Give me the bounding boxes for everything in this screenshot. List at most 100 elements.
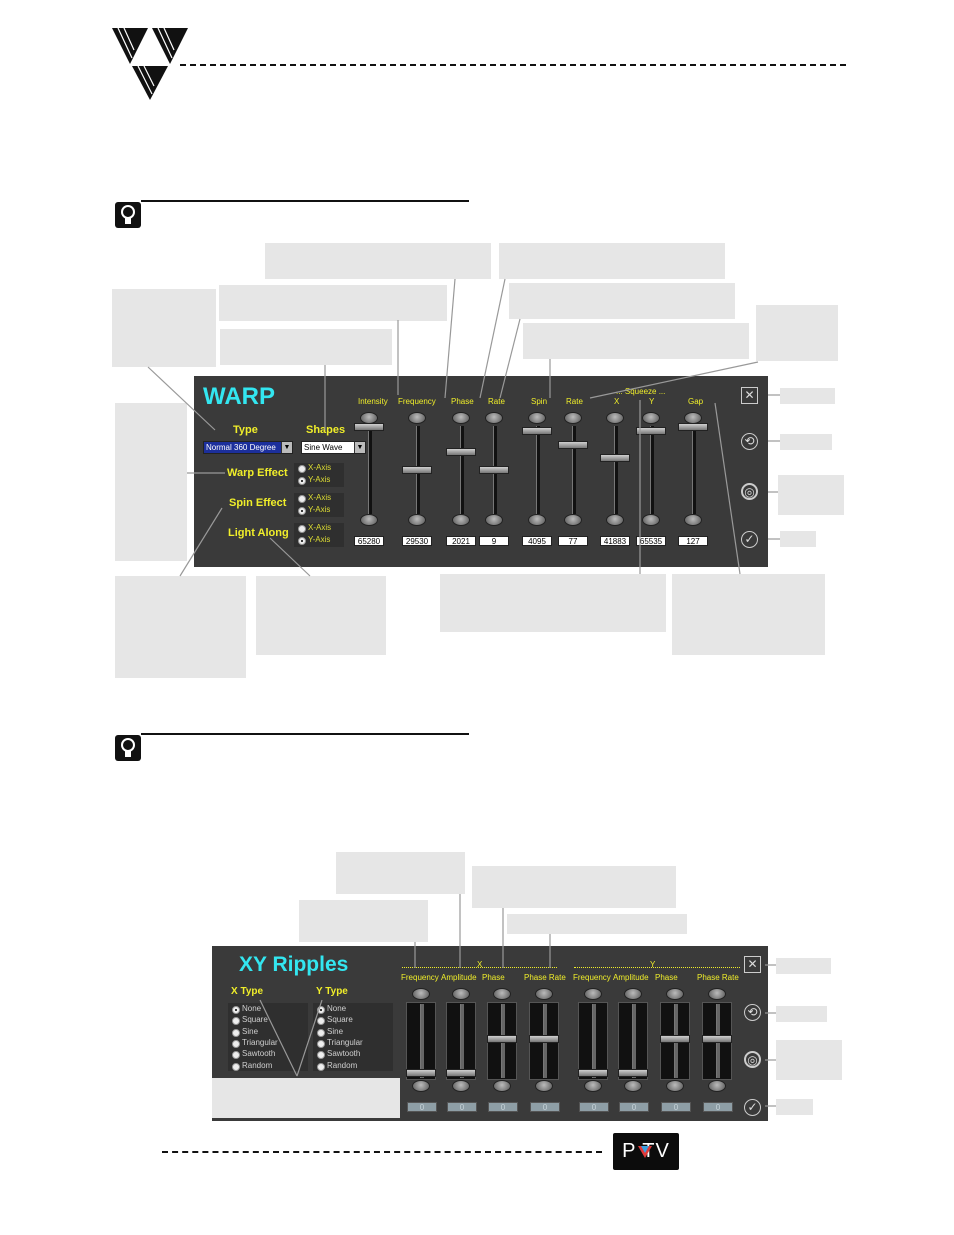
slider-down-knob[interactable] — [642, 514, 660, 526]
slider-value[interactable]: 127 — [678, 536, 708, 546]
slider-down-knob[interactable] — [684, 514, 702, 526]
chevron-down-icon[interactable]: ▼ — [281, 442, 292, 453]
slider-value[interactable]: 9 — [479, 536, 509, 546]
slider-thumb[interactable] — [354, 423, 384, 431]
slider-thumb[interactable] — [529, 1035, 559, 1043]
slider-thumb[interactable] — [406, 1069, 436, 1077]
slider-thumb[interactable] — [522, 427, 552, 435]
slider-down-knob[interactable] — [408, 514, 426, 526]
slider-value[interactable]: 0 — [530, 1102, 560, 1112]
slider-down-knob[interactable] — [708, 1080, 726, 1092]
slider-track[interactable] — [572, 426, 576, 514]
slider-thumb[interactable] — [578, 1069, 608, 1077]
slider-value[interactable]: 0 — [488, 1102, 518, 1112]
chevron-down-icon[interactable]: ▼ — [354, 442, 365, 453]
slider-value[interactable]: 0 — [703, 1102, 733, 1112]
slider-track[interactable] — [460, 426, 464, 514]
x-type-radio[interactable] — [232, 1062, 240, 1071]
target-icon[interactable]: ◎ — [744, 1051, 761, 1068]
x-type-radio[interactable] — [232, 1039, 240, 1048]
slider-value[interactable]: 2021 — [446, 536, 476, 546]
x-type-radio[interactable] — [232, 1028, 240, 1037]
slider-thumb[interactable] — [702, 1035, 732, 1043]
slider-track[interactable] — [632, 1004, 636, 1078]
y-type-radio[interactable] — [317, 1017, 325, 1026]
slider-value[interactable]: 0 — [407, 1102, 437, 1112]
slider-value[interactable]: 0 — [579, 1102, 609, 1112]
slider-thumb[interactable] — [402, 466, 432, 474]
x-type-radio[interactable] — [232, 1051, 240, 1060]
slider-value[interactable]: 65535 — [636, 536, 666, 546]
slider-up-knob[interactable] — [485, 412, 503, 424]
slider-thumb[interactable] — [678, 423, 708, 431]
target-icon[interactable]: ◎ — [741, 483, 758, 500]
slider-up-knob[interactable] — [408, 412, 426, 424]
slider-track[interactable] — [460, 1004, 464, 1078]
type-dropdown[interactable]: Normal 360 Degree ▼ — [203, 441, 293, 454]
slider-up-knob[interactable] — [708, 988, 726, 1000]
x-type-radio[interactable] — [232, 1006, 240, 1014]
slider-down-knob[interactable] — [564, 514, 582, 526]
slider-track[interactable] — [692, 426, 696, 514]
slider-down-knob[interactable] — [485, 514, 503, 526]
slider-thumb[interactable] — [487, 1035, 517, 1043]
slider-down-knob[interactable] — [584, 1080, 602, 1092]
slider-thumb[interactable] — [446, 1069, 476, 1077]
slider-up-knob[interactable] — [564, 412, 582, 424]
slider-track[interactable] — [420, 1004, 424, 1078]
slider-down-knob[interactable] — [606, 514, 624, 526]
slider-thumb[interactable] — [600, 454, 630, 462]
light-along-y-radio[interactable] — [298, 537, 306, 545]
slider-up-knob[interactable] — [493, 988, 511, 1000]
warp-effect-y-radio[interactable] — [298, 477, 306, 485]
slider-thumb[interactable] — [446, 448, 476, 456]
slider-track[interactable] — [650, 426, 654, 514]
spin-effect-y-radio[interactable] — [298, 507, 306, 515]
light-along-x-radio[interactable] — [298, 525, 306, 533]
y-type-radio[interactable] — [317, 1006, 325, 1014]
slider-up-knob[interactable] — [666, 988, 684, 1000]
slider-down-knob[interactable] — [412, 1080, 430, 1092]
slider-thumb[interactable] — [558, 441, 588, 449]
y-type-radio[interactable] — [317, 1051, 325, 1060]
slider-up-knob[interactable] — [606, 412, 624, 424]
slider-track[interactable] — [368, 426, 372, 514]
close-icon[interactable]: ✕ — [744, 956, 761, 973]
slider-up-knob[interactable] — [452, 412, 470, 424]
spin-effect-x-radio[interactable] — [298, 495, 306, 503]
slider-up-knob[interactable] — [642, 412, 660, 424]
slider-down-knob[interactable] — [666, 1080, 684, 1092]
reset-icon[interactable]: ⟲ — [741, 433, 758, 450]
slider-thumb[interactable] — [479, 466, 509, 474]
warp-effect-x-radio[interactable] — [298, 465, 306, 473]
slider-value[interactable]: 77 — [558, 536, 588, 546]
check-icon[interactable]: ✓ — [744, 1099, 761, 1116]
y-type-radio[interactable] — [317, 1062, 325, 1071]
slider-down-knob[interactable] — [528, 514, 546, 526]
slider-value[interactable]: 65280 — [354, 536, 384, 546]
slider-down-knob[interactable] — [452, 514, 470, 526]
slider-track[interactable] — [614, 426, 618, 514]
reset-icon[interactable]: ⟲ — [744, 1004, 761, 1021]
slider-up-knob[interactable] — [584, 988, 602, 1000]
close-icon[interactable]: ✕ — [741, 387, 758, 404]
slider-value[interactable]: 4095 — [522, 536, 552, 546]
x-type-radio[interactable] — [232, 1017, 240, 1026]
slider-down-knob[interactable] — [624, 1080, 642, 1092]
slider-up-knob[interactable] — [412, 988, 430, 1000]
slider-up-knob[interactable] — [624, 988, 642, 1000]
slider-thumb[interactable] — [660, 1035, 690, 1043]
y-type-radio[interactable] — [317, 1039, 325, 1048]
slider-value[interactable]: 41883 — [600, 536, 630, 546]
check-icon[interactable]: ✓ — [741, 531, 758, 548]
y-type-radio[interactable] — [317, 1028, 325, 1037]
slider-value[interactable]: 0 — [447, 1102, 477, 1112]
slider-down-knob[interactable] — [493, 1080, 511, 1092]
slider-up-knob[interactable] — [528, 412, 546, 424]
slider-down-knob[interactable] — [360, 514, 378, 526]
slider-thumb[interactable] — [636, 427, 666, 435]
shapes-dropdown[interactable]: Sine Wave ▼ — [301, 441, 366, 454]
slider-value[interactable]: 0 — [661, 1102, 691, 1112]
slider-up-knob[interactable] — [452, 988, 470, 1000]
slider-down-knob[interactable] — [452, 1080, 470, 1092]
